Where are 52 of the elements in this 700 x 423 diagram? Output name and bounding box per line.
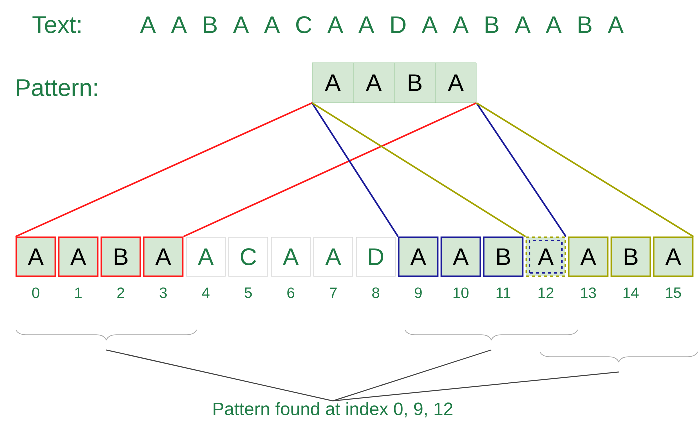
caption-text: Pattern found at index 0, 9, 12 [214,402,453,418]
text-cell: A [653,236,694,278]
index-number: 9 [415,288,422,298]
leader-line [106,350,334,402]
connector-line [183,102,478,238]
index-number: 4 [202,288,210,298]
index-number: 0 [32,288,40,298]
leader-line [332,350,492,402]
index-number: 14 [624,288,639,298]
connector-line [312,102,399,238]
text-cell: B [100,236,142,278]
connector-line [476,102,694,238]
text-cell: A [526,236,566,278]
pattern-cell: A [312,62,354,104]
text-cell: B [483,236,524,278]
text-cell: A [58,236,99,278]
pattern-cell: A [353,62,395,104]
index-number: 1 [75,288,82,298]
connector-line [15,102,313,238]
index-number: 2 [118,288,124,298]
text-cell: B [610,236,652,278]
row-label: Pattern: [17,80,98,96]
index-number: 5 [244,288,252,298]
leader-line [332,372,620,402]
index-number: 8 [372,288,380,298]
index-number: 10 [454,288,469,298]
row-label: Text: [32,16,81,34]
index-number: 3 [160,288,168,298]
pattern-cell: A [435,62,477,104]
curly-brace [404,330,578,340]
index-number: 6 [288,288,295,298]
text-cell: C [228,237,268,277]
text-cell: A [568,236,609,278]
text-cell: A [271,237,311,277]
text-cell: D [356,237,396,277]
text-cell: A [143,236,184,278]
connector-line [312,102,526,238]
text-cell: A [440,236,482,278]
index-number: 11 [496,288,511,298]
text-cell: A [398,236,439,278]
connector-line [476,102,567,238]
index-number: 13 [581,288,596,298]
row-label: A A B A A C A A D A A B A A B A [140,16,624,34]
text-cell: A [314,237,354,277]
index-number: 15 [666,288,682,298]
text-cell: A [16,236,56,278]
index-number: 12 [538,288,554,298]
text-cell: A [186,237,226,277]
pattern-cell: B [394,62,436,104]
index-number: 7 [330,288,337,298]
curly-brace [540,352,698,362]
curly-brace [16,330,198,340]
